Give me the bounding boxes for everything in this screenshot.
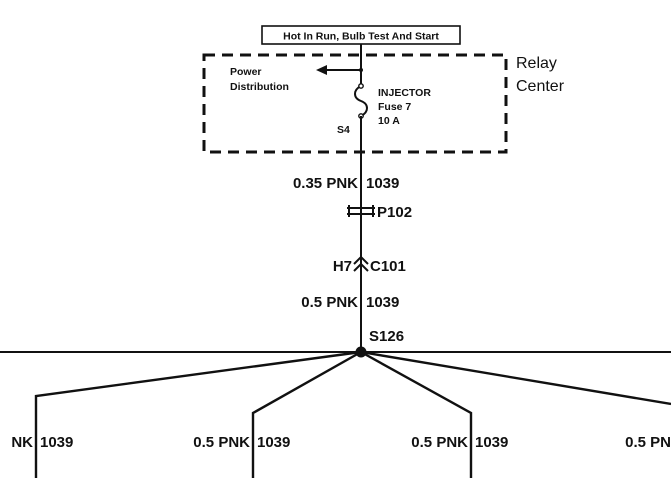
- branch-wire-1: [34, 350, 362, 478]
- branch-3-size: 0.5 PNK: [411, 434, 468, 451]
- power-distribution-arrow: [316, 65, 327, 75]
- splice-s4: S4: [337, 124, 350, 136]
- branch-1-size: NK: [11, 434, 33, 451]
- branch-4-size: 0.5 PN: [625, 434, 671, 451]
- relay-center-title-1: Relay: [516, 55, 557, 72]
- fuse-terminal-top: [358, 83, 364, 89]
- branch-wire-2: [251, 350, 362, 478]
- connector-c101-icon: [353, 255, 369, 272]
- fuse-symbol-icon: [354, 85, 368, 117]
- branch-1-circuit: 1039: [40, 434, 73, 451]
- connector-h7-label: H7: [333, 258, 352, 275]
- splice-s126-dot: [355, 346, 367, 358]
- fuse-name: INJECTOR: [378, 87, 431, 99]
- relay-center-title-2: Center: [516, 78, 565, 95]
- branch-wire-3: [360, 350, 473, 478]
- branch-2-circuit: 1039: [257, 434, 290, 451]
- relay-center-box: [202, 53, 508, 154]
- wire-lower-size: 0.5 PNK: [301, 294, 358, 311]
- wire-lower-circuit: 1039: [366, 294, 399, 311]
- fuse-rating: 10 A: [378, 115, 400, 127]
- header-label: Hot In Run, Bulb Test And Start: [283, 31, 439, 43]
- connector-c101-label: C101: [370, 258, 406, 275]
- branch-3-circuit: 1039: [475, 434, 508, 451]
- fuse-number: Fuse 7: [378, 101, 411, 113]
- branch-wire-4: [360, 350, 671, 406]
- branch-2-size: 0.5 PNK: [193, 434, 250, 451]
- connector-p102-label: P102: [377, 204, 412, 221]
- power-distribution-label-2: Distribution: [230, 81, 289, 93]
- connector-p102-icon: [347, 205, 375, 217]
- power-distribution-label-1: Power: [230, 66, 262, 78]
- wire-upper-circuit: 1039: [366, 175, 399, 192]
- wire-upper-size: 0.35 PNK: [293, 175, 358, 192]
- splice-s126-label: S126: [369, 328, 404, 345]
